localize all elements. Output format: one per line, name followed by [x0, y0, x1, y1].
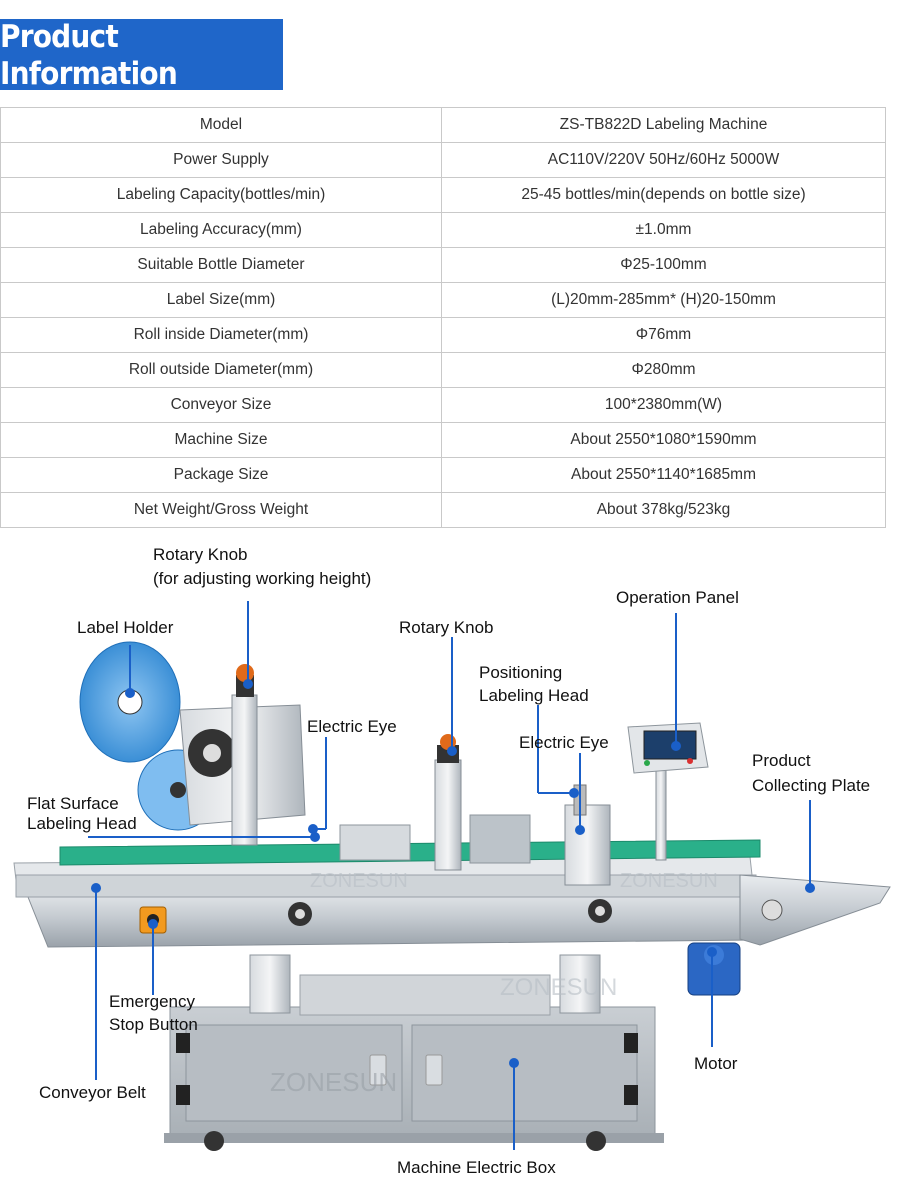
spec-value: 25-45 bottles/min(depends on bottle size…	[441, 177, 886, 213]
spec-key: Conveyor Size	[0, 387, 442, 423]
spec-key: Suitable Bottle Diameter	[0, 247, 442, 283]
label-operation-panel: Operation Panel	[616, 588, 739, 607]
spec-key: Roll inside Diameter(mm)	[0, 317, 442, 353]
spec-value: About 2550*1140*1685mm	[441, 457, 886, 493]
label-flat-head: Flat Surface Labeling Head	[27, 794, 137, 833]
spec-value: (L)20mm-285mm* (H)20-150mm	[441, 282, 886, 318]
label-positioning-head: Positioning Labeling Head	[479, 663, 589, 705]
label-rotary-knob: Rotary Knob	[399, 618, 494, 637]
spec-value: Φ25-100mm	[441, 247, 886, 283]
leader-lines	[88, 601, 815, 1150]
label-holder-shape	[79, 641, 306, 846]
spec-value: ±1.0mm	[441, 212, 886, 248]
label-electric-box: Machine Electric Box	[397, 1158, 556, 1177]
positioning-head-shape	[564, 784, 611, 886]
operation-panel-shape	[627, 722, 709, 861]
spec-key: Labeling Capacity(bottles/min)	[0, 177, 442, 213]
watermark: ZONESUN	[500, 974, 617, 1001]
spec-key: Labeling Accuracy(mm)	[0, 212, 442, 248]
watermark: ZONESUN	[270, 1067, 397, 1097]
section-title-banner: Product Information	[0, 17, 283, 92]
spec-row: Labeling Capacity(bottles/min)25-45 bott…	[0, 177, 886, 213]
spec-key: Roll outside Diameter(mm)	[0, 352, 442, 388]
label-conveyor-belt: Conveyor Belt	[39, 1083, 146, 1102]
machine-diagram: ZONESUN ZONESUN ZONESUN ZONESUN Rotary K…	[0, 535, 900, 1203]
label-rotary-knob-height: Rotary Knob (for adjusting working heigh…	[153, 545, 372, 588]
section-title: Product Information	[0, 17, 178, 92]
label-electric-eye-right: Electric Eye	[519, 733, 609, 752]
middle-column	[339, 734, 531, 871]
label-product-plate: Product Collecting Plate	[752, 751, 871, 795]
label-electric-eye-left: Electric Eye	[307, 717, 397, 736]
spec-value: 100*2380mm(W)	[441, 387, 886, 423]
spec-value: Φ76mm	[441, 317, 886, 353]
spec-value: ZS-TB822D Labeling Machine	[441, 107, 886, 143]
spec-value: About 2550*1080*1590mm	[441, 422, 886, 458]
watermark: ZONESUN	[310, 870, 408, 892]
spec-key: Model	[0, 107, 442, 143]
watermark: ZONESUN	[620, 870, 718, 892]
machine-illustration: ZONESUN ZONESUN ZONESUN ZONESUN	[13, 601, 891, 1151]
spec-value: About 378kg/523kg	[441, 492, 886, 528]
spec-row: Roll outside Diameter(mm)Φ280mm	[0, 352, 886, 388]
spec-key: Label Size(mm)	[0, 282, 442, 318]
label-emergency-stop: Emergency Stop Button	[109, 992, 198, 1034]
cabinet	[164, 954, 664, 1151]
spec-value: Φ280mm	[441, 352, 886, 388]
spec-key: Net Weight/Gross Weight	[0, 492, 442, 528]
spec-value: AC110V/220V 50Hz/60Hz 5000W	[441, 142, 886, 178]
spec-row: Label Size(mm)(L)20mm-285mm* (H)20-150mm	[0, 282, 886, 318]
label-label-holder: Label Holder	[77, 618, 174, 637]
label-motor: Motor	[694, 1054, 738, 1073]
spec-key: Machine Size	[0, 422, 442, 458]
spec-key: Package Size	[0, 457, 442, 493]
collecting-plate	[739, 874, 891, 946]
spec-key: Power Supply	[0, 142, 442, 178]
spec-row: Roll inside Diameter(mm)Φ76mm	[0, 317, 886, 353]
spec-row: Labeling Accuracy(mm)±1.0mm	[0, 212, 886, 248]
